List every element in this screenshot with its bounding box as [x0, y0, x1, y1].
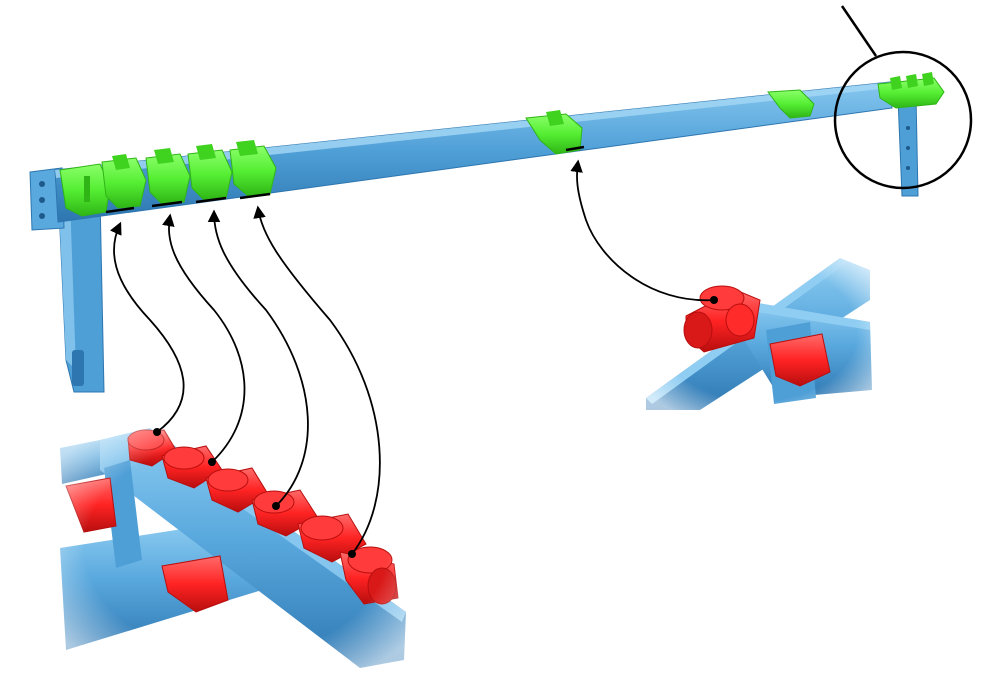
- hinge-bracket-5: [229, 140, 277, 197]
- end-bracket-callout: [833, 5, 973, 190]
- bracket-slot-marks: [105, 192, 271, 214]
- hinge-bracket-3: [145, 148, 191, 205]
- hinge-bracket-1: [59, 163, 111, 217]
- end-hinge-bracket: [877, 72, 945, 109]
- leader-line-3: [207, 209, 309, 510]
- leader-line-5: [570, 159, 718, 304]
- leader-lines: [110, 159, 718, 558]
- right-detail-view: [640, 250, 876, 414]
- hinge-bracket-2: [101, 154, 147, 209]
- hinge-bracket-7: [767, 89, 815, 119]
- leader-line-2: [162, 213, 246, 466]
- left-detail-view: [56, 420, 416, 676]
- hinge-bracket-6: [525, 110, 585, 155]
- leader-line-4: [253, 205, 381, 558]
- leader-line-1: [110, 221, 185, 436]
